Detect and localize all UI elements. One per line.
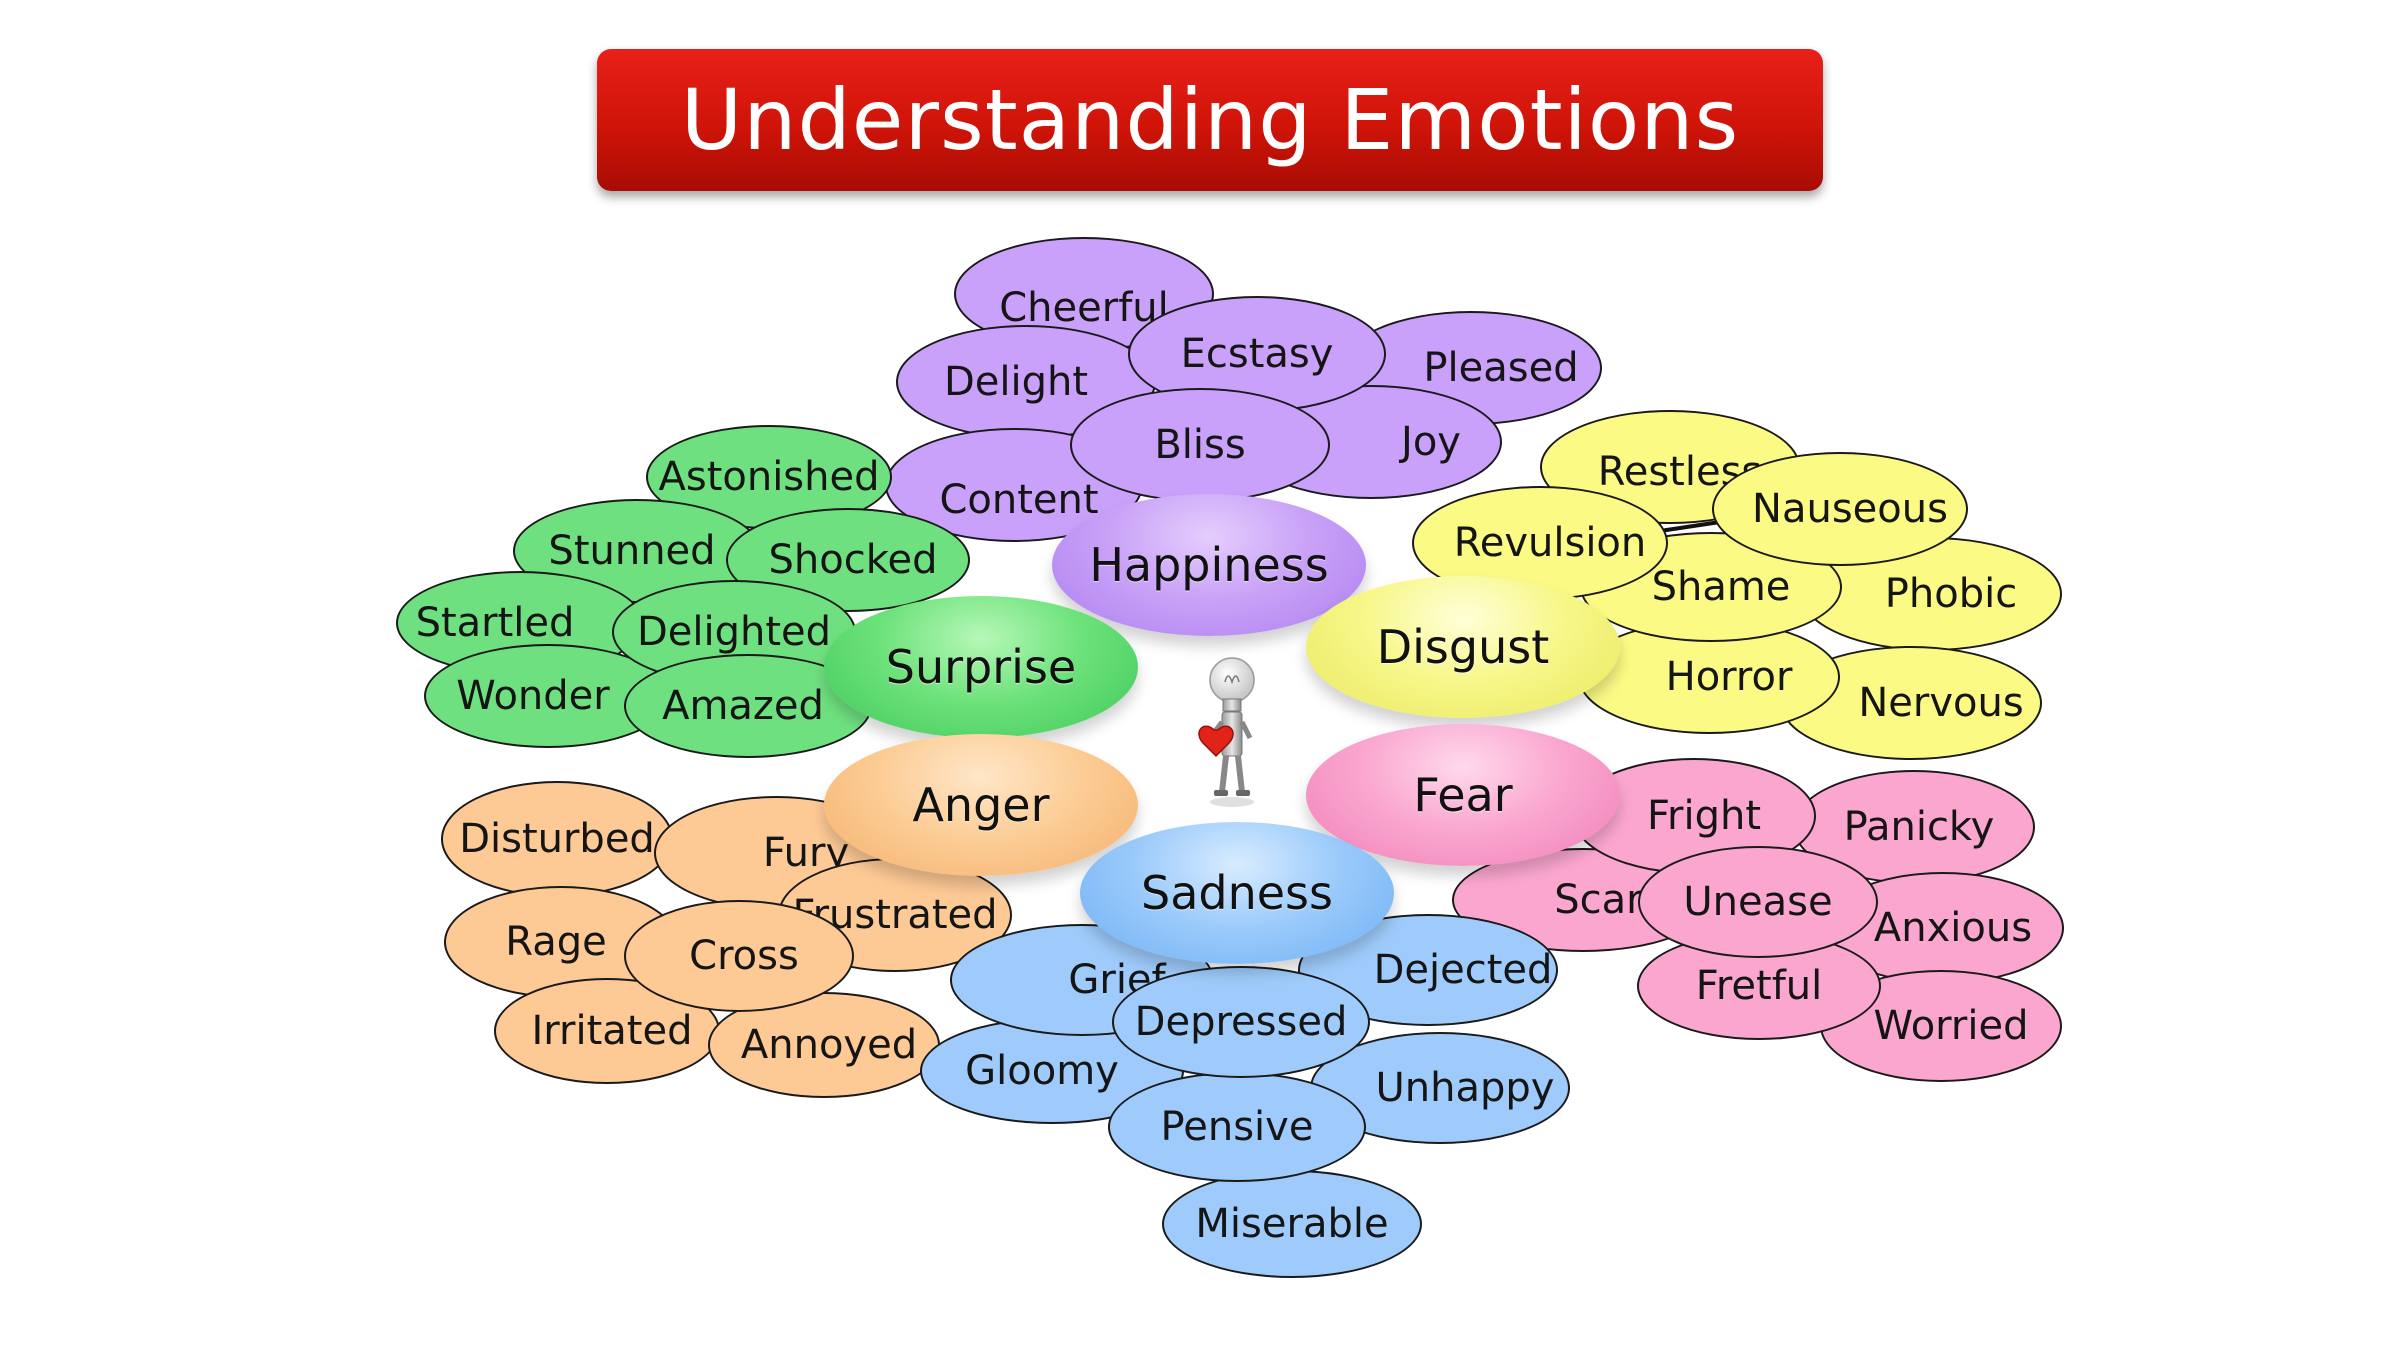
emotion-ecstasy: Ecstasy [1128, 296, 1386, 412]
emotion-miserable: Miserable [1162, 1170, 1422, 1278]
emotion-nauseous: Nauseous [1712, 452, 1968, 566]
core-surprise: Surprise [824, 596, 1138, 738]
emotion-irritated: Irritated [494, 978, 720, 1084]
core-happiness: Happiness [1052, 494, 1366, 636]
emotion-cross: Cross [624, 900, 854, 1012]
emotion-bliss: Bliss [1070, 388, 1330, 502]
core-anger: Anger [824, 734, 1138, 876]
emotion-unease: Unease [1638, 846, 1878, 958]
emotion-nervous: Nervous [1780, 646, 2042, 760]
emotion-amazed: Amazed [624, 654, 872, 758]
core-disgust: Disgust [1306, 576, 1620, 718]
title-banner: Understanding Emotions [597, 49, 1823, 191]
emotion-disturbed: Disturbed [441, 781, 673, 897]
emotion-pensive: Pensive [1108, 1072, 1366, 1182]
core-fear: Fear [1306, 724, 1620, 866]
core-sadness: Sadness [1080, 822, 1394, 964]
emotion-startled: Startled [396, 571, 644, 675]
lightbulb-robot-holding-heart-icon [1198, 657, 1255, 807]
emotion-depressed: Depressed [1112, 966, 1370, 1078]
